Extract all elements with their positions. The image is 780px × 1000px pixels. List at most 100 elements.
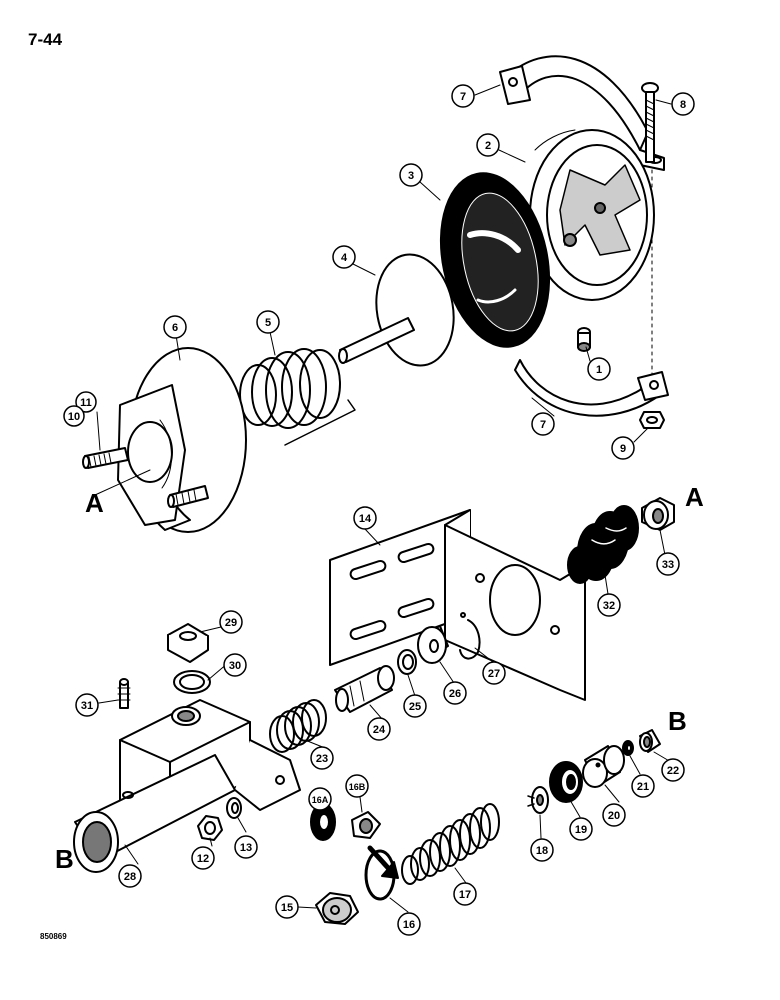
svg-text:8: 8 bbox=[680, 99, 686, 111]
svg-text:13: 13 bbox=[240, 842, 252, 854]
svg-text:26: 26 bbox=[449, 688, 461, 700]
callout-33: 33 bbox=[656, 552, 680, 576]
fitting bbox=[641, 497, 675, 531]
callout-27: 27 bbox=[482, 661, 506, 685]
callout-8: 8 bbox=[671, 92, 695, 116]
callout-13: 13 bbox=[234, 835, 258, 859]
callout-14: 14 bbox=[353, 506, 377, 530]
svg-text:28: 28 bbox=[124, 871, 136, 883]
secondary-piston bbox=[582, 745, 625, 788]
svg-text:15: 15 bbox=[281, 902, 293, 914]
rubber-boot bbox=[567, 505, 639, 584]
svg-text:27: 27 bbox=[488, 668, 500, 680]
svg-text:30: 30 bbox=[229, 660, 241, 672]
bleeder-screw bbox=[117, 678, 131, 709]
piston-spring bbox=[401, 803, 500, 885]
svg-text:17: 17 bbox=[459, 889, 471, 901]
end-plug bbox=[315, 892, 359, 925]
callout-9: 9 bbox=[611, 436, 635, 460]
callout-7-upper: 7 bbox=[451, 84, 475, 108]
callout-29: 29 bbox=[219, 610, 243, 634]
bushing bbox=[417, 625, 449, 664]
svg-text:1: 1 bbox=[596, 364, 602, 376]
letter-a-right: A bbox=[685, 482, 704, 512]
bolt bbox=[641, 82, 659, 381]
svg-text:23: 23 bbox=[316, 753, 328, 765]
page-number: 7-44 bbox=[28, 30, 63, 49]
callout-15: 15 bbox=[275, 895, 299, 919]
svg-text:12: 12 bbox=[197, 853, 209, 865]
valve-retainer bbox=[351, 811, 381, 839]
svg-text:4: 4 bbox=[341, 252, 348, 264]
svg-text:24: 24 bbox=[373, 724, 386, 736]
letter-a-left: A bbox=[85, 488, 104, 518]
direction-arrow bbox=[367, 845, 399, 879]
master-cylinder-body bbox=[73, 699, 301, 873]
callout-7-lower: 7 bbox=[531, 412, 555, 436]
callout-19: 19 bbox=[569, 817, 593, 841]
svg-text:19: 19 bbox=[575, 824, 587, 836]
callout-2: 2 bbox=[476, 133, 500, 157]
callout-23: 23 bbox=[310, 746, 334, 770]
callout-31: 31 bbox=[75, 693, 99, 717]
booster-housing bbox=[529, 129, 655, 301]
return-spring bbox=[269, 699, 327, 753]
callout-18: 18 bbox=[530, 838, 554, 862]
callout-1: 1 bbox=[587, 357, 611, 381]
callout-26: 26 bbox=[443, 681, 467, 705]
svg-text:11: 11 bbox=[80, 397, 92, 409]
svg-text:2: 2 bbox=[485, 140, 491, 152]
callout-22: 22 bbox=[661, 758, 685, 782]
piston bbox=[334, 665, 395, 713]
washer bbox=[226, 797, 242, 819]
callout-25: 25 bbox=[403, 694, 427, 718]
svg-text:29: 29 bbox=[225, 617, 237, 629]
callout-12: 12 bbox=[191, 846, 215, 870]
spring-retainer bbox=[527, 786, 549, 814]
seal bbox=[397, 649, 417, 675]
callout-16B: 16B bbox=[345, 774, 369, 798]
svg-text:16A: 16A bbox=[312, 795, 329, 805]
nut bbox=[639, 411, 665, 429]
svg-text:32: 32 bbox=[603, 600, 615, 612]
svg-text:7: 7 bbox=[540, 419, 546, 431]
gasket bbox=[173, 670, 211, 694]
mounting-bracket bbox=[329, 509, 586, 701]
svg-text:3: 3 bbox=[408, 170, 414, 182]
push-plate-rod bbox=[338, 253, 455, 367]
callout-20: 20 bbox=[602, 803, 626, 827]
leader-lines bbox=[94, 84, 672, 913]
callout-6: 6 bbox=[163, 315, 187, 339]
callout-32: 32 bbox=[597, 593, 621, 617]
svg-text:5: 5 bbox=[265, 317, 271, 329]
svg-text:22: 22 bbox=[667, 765, 679, 777]
hex-nut bbox=[197, 815, 223, 841]
svg-text:20: 20 bbox=[608, 810, 620, 822]
callout-5: 5 bbox=[256, 310, 280, 334]
letter-b-left: B bbox=[55, 844, 74, 874]
reservoir-cap bbox=[167, 623, 209, 663]
front-shell bbox=[82, 347, 247, 533]
callout-4: 4 bbox=[332, 245, 356, 269]
svg-text:6: 6 bbox=[172, 322, 178, 334]
svg-text:18: 18 bbox=[536, 845, 548, 857]
callout-16A: 16A bbox=[308, 787, 332, 811]
callout-21: 21 bbox=[631, 774, 655, 798]
small-seal bbox=[622, 740, 634, 756]
callout-10: 10 bbox=[63, 405, 85, 427]
check-valve bbox=[577, 327, 591, 352]
svg-text:14: 14 bbox=[359, 513, 372, 525]
svg-text:31: 31 bbox=[81, 700, 93, 712]
callout-28: 28 bbox=[118, 864, 142, 888]
tube-fitting bbox=[639, 729, 661, 753]
drawing-code: 850869 bbox=[40, 932, 67, 941]
letter-b-right: B bbox=[668, 706, 687, 736]
svg-text:16B: 16B bbox=[349, 782, 366, 792]
diaphragm bbox=[439, 172, 551, 348]
booster-spring bbox=[239, 348, 356, 446]
callout-16: 16 bbox=[397, 912, 421, 936]
svg-text:16: 16 bbox=[403, 919, 415, 931]
primary-cup bbox=[549, 761, 583, 803]
callout-30: 30 bbox=[223, 653, 247, 677]
